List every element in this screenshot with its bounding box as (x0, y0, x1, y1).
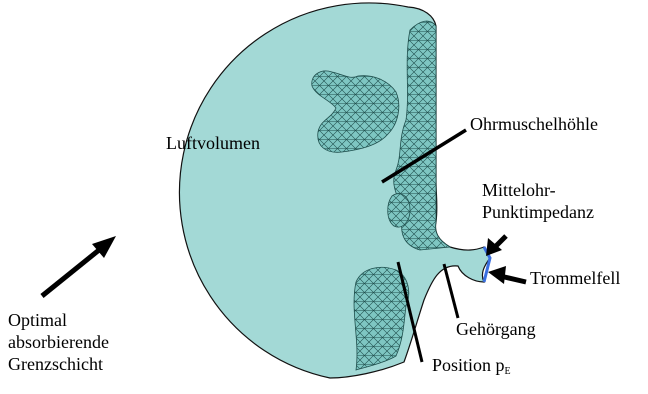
ear-canal-label: Gehörgang (456, 319, 536, 340)
boundary-label-line3: Grenzschicht (8, 354, 103, 375)
air-volume-label: Luftvolumen (166, 133, 260, 154)
position-pe-label: Position pE (432, 355, 511, 382)
inner-mesh-patch (388, 194, 410, 227)
boundary-label-line1: Optimal (8, 310, 67, 331)
air-volume-domain (179, 3, 490, 378)
position-pe-text: Position p (432, 355, 505, 375)
position-pe-subscript: E (505, 366, 511, 377)
boundary-label-line2: absorbierende (8, 332, 109, 353)
middle-ear-label-line2: Punktimpedanz (482, 202, 594, 223)
eardrum-arrow (488, 266, 526, 284)
eardrum-label: Trommelfell (530, 268, 620, 289)
concha-label: Ohrmuschelhöhle (470, 114, 598, 135)
boundary-arrow (42, 236, 116, 296)
middle-ear-arrow (486, 236, 506, 256)
middle-ear-label-line1: Mittelohr- (482, 180, 556, 201)
ear-canal-line (444, 264, 458, 318)
